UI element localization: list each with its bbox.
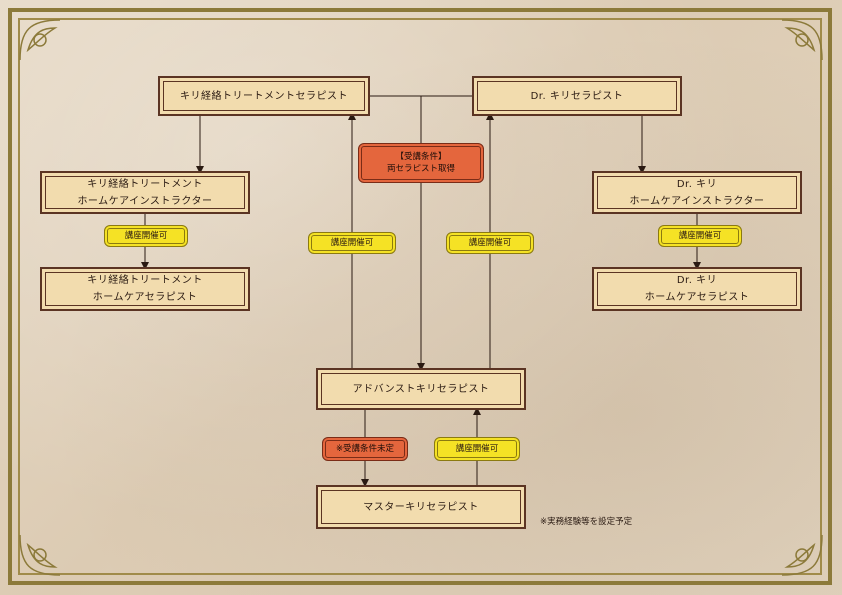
badge-label: 講座開催可 xyxy=(468,238,512,248)
node-label: Dr. キリセラピスト xyxy=(530,90,624,102)
node-advanced-therapist: アドバンストキリセラピスト xyxy=(316,368,526,410)
inner-frame xyxy=(18,18,822,575)
node-dr-kiri-therapist: Dr. キリセラピスト xyxy=(472,76,682,116)
node-master-therapist: マスターキリセラピスト xyxy=(316,485,526,529)
corner-ornament-bottom-left xyxy=(19,534,61,576)
badge-condition-line1: 【受講条件】 xyxy=(395,152,447,162)
corner-ornament-bottom-right xyxy=(781,534,823,576)
badge-course-ok-right: 講座開催可 xyxy=(658,225,742,247)
node-label: アドバンストキリセラピスト xyxy=(352,383,490,395)
node-label: マスターキリセラピスト xyxy=(363,501,479,513)
badge-label: ※受講条件未定 xyxy=(335,444,395,454)
badge-label: 講座開催可 xyxy=(678,231,722,241)
node-kiri-home-therapist: キリ経絡トリートメント ホームケアセラピスト xyxy=(40,267,250,311)
badge-course-ok-left: 講座開催可 xyxy=(104,225,188,247)
badge-label: 講座開催可 xyxy=(124,231,168,241)
node-label-line2: ホームケアインストラクター xyxy=(77,195,213,207)
badge-label: 講座開催可 xyxy=(455,444,499,454)
outer-frame xyxy=(8,8,832,585)
badge-course-condition: 【受講条件】 両セラピスト取得 xyxy=(358,143,484,183)
node-label-line2: ホームケアインストラクター xyxy=(629,195,765,207)
badge-course-ok-center-left: 講座開催可 xyxy=(308,232,396,254)
badge-undecided: ※受講条件未定 xyxy=(322,437,408,461)
node-label-line1: キリ経絡トリートメント xyxy=(87,178,203,190)
corner-ornament-top-right xyxy=(781,19,823,61)
node-dr-home-therapist: Dr. キリ ホームケアセラピスト xyxy=(592,267,802,311)
badge-course-ok-center-right: 講座開催可 xyxy=(446,232,534,254)
node-label: キリ経絡トリートメントセラピスト xyxy=(180,90,348,102)
badge-course-ok-bottom: 講座開催可 xyxy=(434,437,520,461)
node-label-line2: ホームケアセラピスト xyxy=(92,292,198,303)
footnote: ※実務経験等を設定予定 xyxy=(540,517,633,527)
node-dr-home-instructor: Dr. キリ ホームケアインストラクター xyxy=(592,171,802,214)
node-kiri-keiraku-therapist: キリ経絡トリートメントセラピスト xyxy=(158,76,370,116)
node-label-line1: キリ経絡トリートメント xyxy=(87,275,203,286)
badge-condition-line2: 両セラピスト取得 xyxy=(386,164,455,174)
node-label-line2: ホームケアセラピスト xyxy=(644,292,750,303)
node-kiri-home-instructor: キリ経絡トリートメント ホームケアインストラクター xyxy=(40,171,250,214)
node-label-line1: Dr. キリ xyxy=(676,275,718,286)
node-label-line1: Dr. キリ xyxy=(676,178,718,190)
corner-ornament-top-left xyxy=(19,19,61,61)
badge-label: 講座開催可 xyxy=(330,238,374,248)
